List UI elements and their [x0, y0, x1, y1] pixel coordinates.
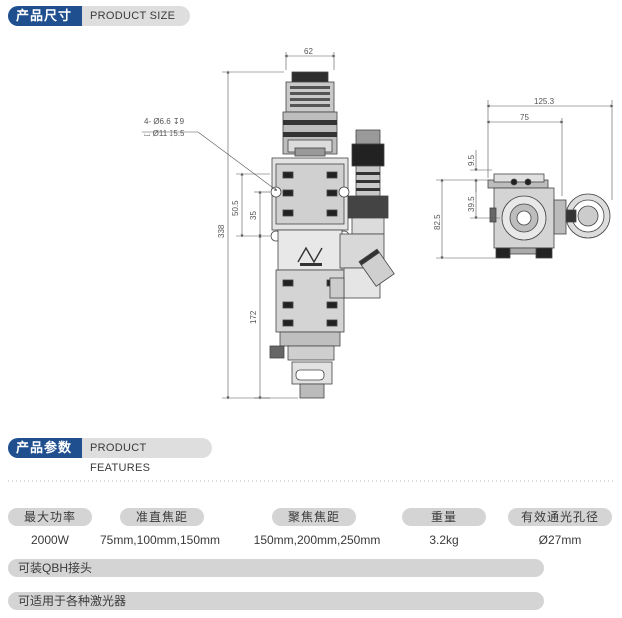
dim-side-width: 125.3	[534, 97, 555, 106]
dotted-separator	[8, 480, 614, 482]
dim-50-5: 50.5	[231, 200, 240, 216]
spec-label-clear-aperture: 有效通光孔径	[508, 508, 612, 526]
spec-value-weight: 3.2kg	[429, 533, 459, 547]
spec-label-collimation-focal: 准直焦距	[120, 508, 204, 526]
side-view	[487, 173, 611, 259]
dimension-labels: 62 4- Ø6.6 ↧9 ⌴ Ø11 ↧5.5 338 50.5 35 172…	[144, 47, 555, 324]
dim-side-9-5: 9.5	[467, 154, 476, 166]
section-title-en: PRODUCT SIZE	[74, 6, 191, 26]
spec-label-max-power: 最大功率	[8, 508, 92, 526]
feature-laser-compatibility: 可适用于各种激光器	[8, 592, 544, 610]
spec-label-weight: 重量	[402, 508, 486, 526]
feature-qbh-connector: 可装QBH接头	[8, 559, 544, 577]
side-dimensions	[436, 100, 614, 260]
dim-front-width: 62	[304, 47, 313, 56]
spec-value-focusing-focal: 150mm,200mm,250mm	[253, 533, 381, 547]
spec-value-clear-aperture: Ø27mm	[538, 533, 582, 547]
dim-35: 35	[249, 211, 258, 220]
dim-side-82-5: 82.5	[433, 214, 442, 230]
front-view	[269, 71, 395, 399]
dim-172: 172	[249, 310, 258, 324]
section-header-product-size: 产品尺寸 PRODUCT SIZE	[8, 6, 191, 26]
dim-total-height: 338	[217, 224, 226, 238]
section-header-product-features: 产品参数 PRODUCT FEATURES	[8, 438, 213, 474]
spec-value-max-power: 2000W	[30, 533, 70, 547]
dim-side-39-5: 39.5	[467, 196, 476, 212]
section-title-cn: 产品尺寸	[8, 6, 83, 26]
dim-hole-note-1: 4- Ø6.6 ↧9	[144, 117, 185, 126]
technical-drawing: 62 4- Ø6.6 ↧9 ⌴ Ø11 ↧5.5 338 50.5 35 172…	[142, 47, 614, 400]
section-title-en: PRODUCT FEATURES	[74, 438, 213, 474]
spec-label-focusing-focal: 聚焦焦距	[272, 508, 356, 526]
dim-side-75: 75	[520, 113, 529, 122]
section-title-cn: 产品参数	[8, 438, 83, 458]
front-dimensions	[142, 52, 336, 400]
dim-hole-note-2: ⌴ Ø11 ↧5.5	[144, 129, 185, 138]
spec-value-collimation-focal: 75mm,100mm,150mm	[99, 533, 221, 547]
